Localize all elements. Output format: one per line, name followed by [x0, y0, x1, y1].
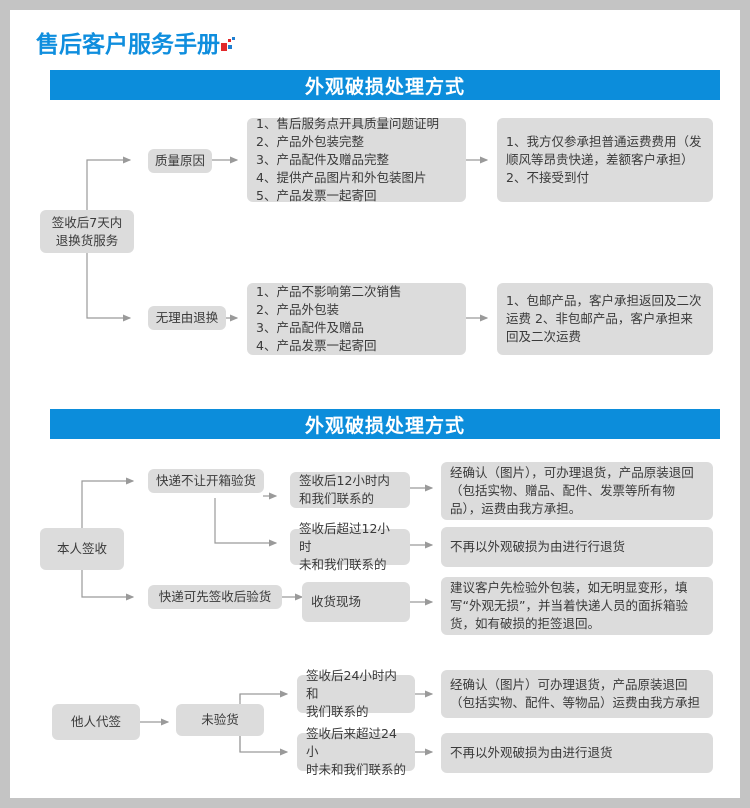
brand-logo-text: 售后客户服务手册: [36, 32, 220, 58]
node-self-signed-label: 本人签收: [56, 541, 107, 556]
node-within-24h: 签收后24小时内和 我们联系的: [297, 668, 415, 719]
box-receiving-scene-result-text: 建议客户先检验外包装，如无明显变形，填写“外观无损”，并当着快递人员的面拆箱验货…: [450, 580, 688, 631]
node-within-12h: 签收后12小时内 和我们联系的: [290, 472, 410, 508]
node-receiving-scene: 收货现场: [302, 582, 410, 622]
box-receiving-scene-result: 建议客户先检验外包装，如无明显变形，填写“外观无损”，并当着快递人员的面拆箱验货…: [441, 577, 713, 635]
box-no-reason-conditions-text: 1、产品不影响第二次销售 2、产品外包装 3、产品配件及赠品 4、产品发票一起寄…: [256, 284, 402, 353]
logo-pixel-mark-icon: [221, 37, 235, 55]
brand-logo: 售后客户服务手册: [36, 28, 235, 62]
node-quality-reason: 质量原因: [148, 149, 212, 173]
node-root-7day: 签收后7天内 退换货服务: [40, 210, 134, 253]
box-within-12h-result-text: 经确认（图片），可办理退货，产品原装退回（包括实物、赠品、配件、发票等所有物品）…: [450, 465, 694, 516]
node-over-12h: 签收后超过12小时 未和我们联系的: [290, 521, 410, 572]
box-over-24h-result: 不再以外观破损为由进行退货: [441, 733, 713, 773]
node-self-signed: 本人签收: [40, 528, 124, 570]
section-banner-1: 外观破损处理方式: [50, 70, 720, 100]
node-root-7day-label: 签收后7天内 退换货服务: [51, 214, 123, 248]
box-no-reason-conditions: 1、产品不影响第二次销售 2、产品外包装 3、产品配件及赠品 4、产品发票一起寄…: [247, 283, 466, 355]
node-not-inspected-label: 未验货: [201, 712, 239, 727]
node-receiving-scene-label: 收货现场: [311, 594, 362, 609]
node-proxy-signed: 他人代签: [52, 704, 140, 740]
node-within-24h-label: 签收后24小时内和 我们联系的: [306, 668, 397, 719]
box-quality-conditions-text: 1、售后服务点开具质量问题证明 2、产品外包装完整 3、产品配件及赠品完整 4、…: [256, 116, 439, 203]
box-over-12h-result: 不再以外观破损为由进行行退货: [441, 527, 713, 567]
box-no-reason-result: 1、包邮产品，客户承担返回及二次运费 2、非包邮产品，客户承担来回及二次运费: [497, 283, 713, 355]
node-not-inspected: 未验货: [176, 704, 264, 736]
node-over-24h: 签收后来超过24小 时未和我们联系的: [297, 726, 415, 777]
node-no-reason-return-label: 无理由退换: [155, 310, 219, 325]
box-over-12h-result-text: 不再以外观破损为由进行行退货: [450, 539, 626, 554]
box-within-24h-result: 经确认（图片）可办理退货，产品原装退回（包括实物、配件、等物品）运费由我方承担: [441, 670, 713, 718]
node-over-24h-label: 签收后来超过24小 时未和我们联系的: [306, 726, 407, 777]
box-quality-result: 1、我方仅参承担普通运费费用（发顺风等昂贵快递，差额客户承担） 2、不接受到付: [497, 118, 713, 202]
document-page: 售后客户服务手册: [10, 10, 740, 798]
box-no-reason-result-text: 1、包邮产品，客户承担返回及二次运费 2、非包邮产品，客户承担来回及二次运费: [506, 293, 702, 344]
box-quality-result-text: 1、我方仅参承担普通运费费用（发顺风等昂贵快递，差额客户承担） 2、不接受到付: [506, 134, 702, 185]
node-courier-no-open: 快递不让开箱验货: [148, 469, 264, 493]
node-courier-no-open-label: 快递不让开箱验货: [155, 473, 256, 488]
box-quality-conditions: 1、售后服务点开具质量问题证明 2、产品外包装完整 3、产品配件及赠品完整 4、…: [247, 116, 466, 203]
node-proxy-signed-label: 他人代签: [70, 714, 121, 729]
node-quality-reason-label: 质量原因: [154, 153, 205, 168]
node-within-12h-label: 签收后12小时内 和我们联系的: [299, 473, 390, 506]
section-banner-2: 外观破损处理方式: [50, 409, 720, 439]
node-courier-allows-check: 快递可先签收后验货: [148, 585, 282, 609]
node-courier-allows-check-label: 快递可先签收后验货: [158, 589, 272, 604]
node-no-reason-return: 无理由退换: [148, 306, 226, 330]
node-over-12h-label: 签收后超过12小时 未和我们联系的: [299, 521, 390, 572]
box-within-12h-result: 经确认（图片），可办理退货，产品原装退回（包括实物、赠品、配件、发票等所有物品）…: [441, 462, 713, 520]
box-over-24h-result-text: 不再以外观破损为由进行退货: [450, 745, 613, 760]
box-within-24h-result-text: 经确认（图片）可办理退货，产品原装退回（包括实物、配件、等物品）运费由我方承担: [450, 677, 701, 710]
